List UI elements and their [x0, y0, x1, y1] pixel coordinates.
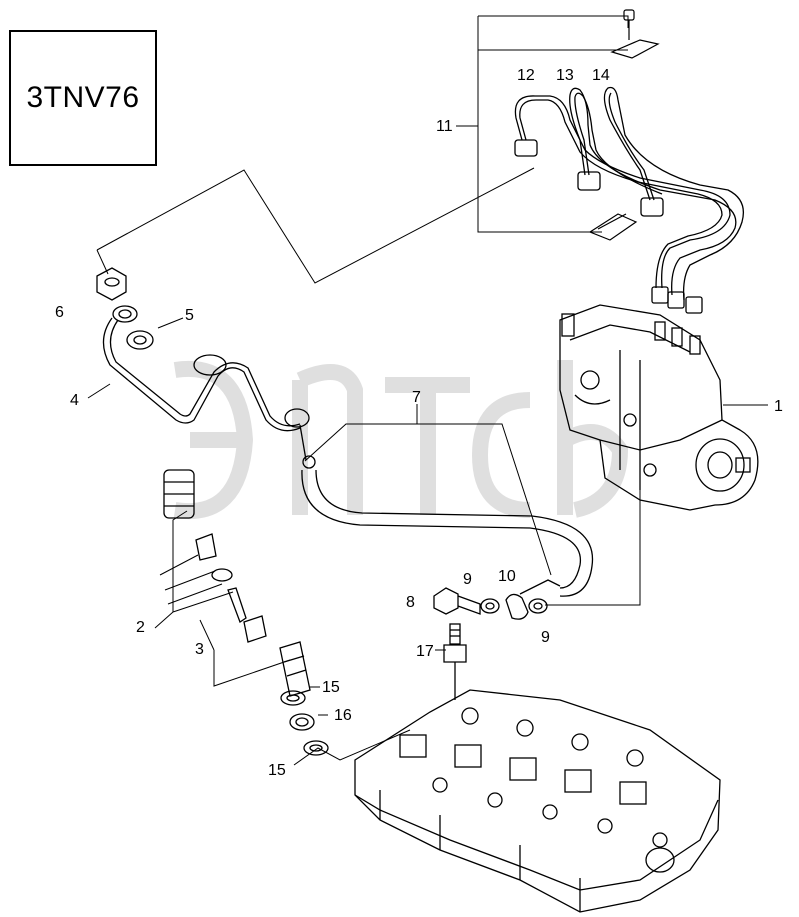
banjo-bolt-and-washers: [433, 579, 561, 620]
leak-off-pipe: [102, 317, 316, 469]
callout-6: 6: [55, 304, 64, 321]
callout-9-lower: 9: [541, 629, 550, 646]
callout-17: 17: [416, 643, 434, 660]
callout-7: 7: [412, 389, 421, 406]
fuel-return-hose: [301, 469, 594, 597]
callout-12: 12: [517, 67, 535, 84]
callout-5: 5: [185, 307, 194, 324]
model-label-box: 3TNV76: [9, 30, 157, 166]
leader-lines: [87, 15, 768, 766]
cylinder-head: [354, 689, 721, 913]
callout-16: 16: [334, 707, 352, 724]
nut-part-6: [96, 267, 127, 301]
model-label: 3TNV76: [26, 81, 140, 114]
washers-15-16: [280, 690, 329, 756]
callout-9-upper: 9: [463, 571, 472, 588]
callout-1: 1: [774, 398, 783, 415]
injection-pipes-assembly: [514, 86, 745, 314]
callout-14: 14: [592, 67, 610, 84]
callout-11: 11: [436, 118, 453, 135]
injector-assembly: [163, 469, 311, 697]
callout-15-upper: 15: [322, 679, 340, 696]
washer-part-5: [112, 305, 154, 350]
pipe-clamp-with-bolt: [610, 9, 660, 59]
watermark-logo: [173, 360, 629, 520]
callout-13: 13: [556, 67, 574, 84]
injection-pump: [559, 304, 759, 511]
callout-4: 4: [70, 392, 79, 409]
callout-8: 8: [406, 594, 415, 611]
callout-2: 2: [136, 619, 145, 636]
callout-3: 3: [195, 641, 204, 658]
glow-plug: [443, 623, 467, 700]
callout-10: 10: [498, 568, 516, 585]
callout-15-lower: 15: [268, 762, 286, 779]
pipe-clamp-lower: [588, 213, 638, 241]
